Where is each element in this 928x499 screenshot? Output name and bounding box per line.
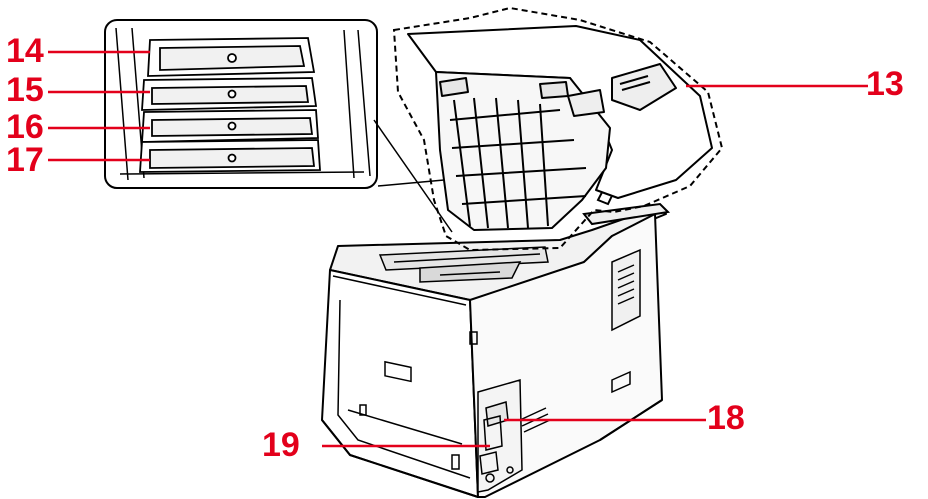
inset-connectors [373, 119, 453, 233]
open-top-cover [407, 25, 713, 231]
callout-14: 14 [6, 32, 44, 70]
callout-18: 18 [707, 399, 745, 437]
callout-17: 17 [6, 141, 44, 179]
callout-15: 15 [6, 71, 44, 109]
leader-lines [48, 50, 868, 448]
toner-container-m [141, 109, 319, 143]
callout-16: 16 [6, 108, 44, 146]
front-details [332, 275, 478, 479]
side-details [477, 248, 641, 493]
toner-container-y [139, 139, 321, 173]
callout-19: 19 [262, 426, 300, 464]
callout-13: 13 [866, 65, 904, 103]
toner-container-k [147, 37, 316, 77]
cover-dashed-outline [392, 6, 724, 252]
output-tray [378, 246, 549, 283]
toner-inset [104, 19, 378, 189]
toner-container-c [141, 77, 318, 111]
